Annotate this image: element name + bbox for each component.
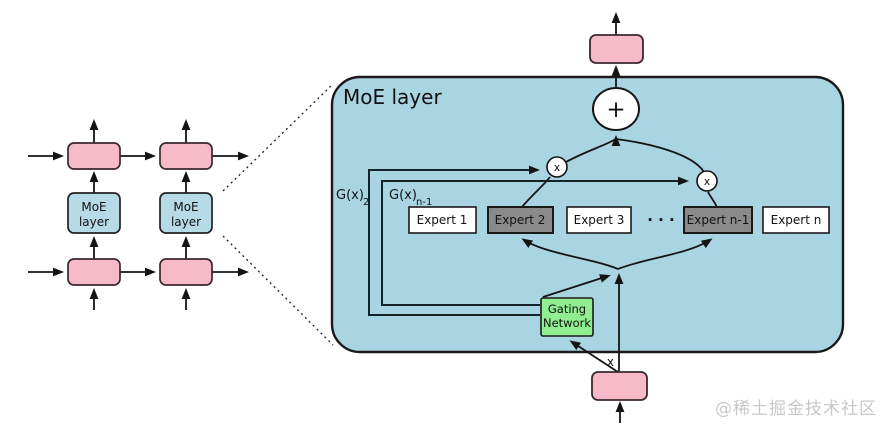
expert-n-box	[762, 206, 830, 234]
input-x-label: x	[607, 355, 614, 369]
expert-3-box	[566, 206, 632, 234]
experts-row	[408, 206, 830, 234]
expert-n-label: Expert n	[771, 213, 822, 227]
left-network-panel: MoE layer MoE layer	[28, 119, 249, 310]
expert-1-label: Expert 1	[417, 213, 468, 227]
rnn-cell-bottom-left	[67, 258, 121, 286]
expert-2-box	[487, 206, 554, 234]
multiply-node-left-symbol: x	[554, 162, 560, 174]
multiply-node-right	[696, 170, 718, 192]
gate-wire-gx2	[368, 165, 540, 316]
moe-layer-box-left	[67, 192, 121, 234]
sum-node-symbol: +	[606, 97, 625, 123]
gating-weight-wires	[368, 165, 689, 316]
multiply-node-right-symbol: x	[704, 176, 710, 188]
moe-layer-box-right	[159, 192, 213, 234]
moe-layer-title: MoE layer	[343, 85, 442, 109]
left-panel-vertical-arrows	[89, 119, 191, 310]
watermark: @稀土掘金技术社区	[715, 399, 877, 419]
gate-weight-right-sub: n-1	[416, 197, 432, 208]
gating-network-label-line1: Gating	[548, 302, 586, 316]
rnn-cell-top-left	[67, 142, 121, 170]
expert-n1-box	[683, 206, 753, 234]
zoom-callout-lines	[222, 83, 334, 346]
gate-weight-left-sub: 2	[363, 197, 369, 208]
expert-2-label: Expert 2	[495, 213, 546, 227]
gate-wire-gxn1	[381, 176, 689, 306]
experts-ellipsis: · · ·	[647, 211, 675, 229]
moe-box-right-label-line2: layer	[171, 215, 201, 229]
rnn-cell-bottom-right	[159, 258, 213, 286]
expert-3-label: Expert 3	[574, 213, 625, 227]
expert-1-box	[408, 206, 477, 234]
rnn-cell-top-right	[159, 142, 213, 170]
dataflow-curves	[521, 135, 718, 375]
moe-box-right-label-line1: MoE	[173, 200, 198, 214]
expert-n1-label: Expert n-1	[687, 213, 750, 227]
moe-box-left-label-line2: layer	[79, 215, 109, 229]
gating-network-label-line2: Network	[543, 316, 591, 330]
moe-box-left-label-line1: MoE	[81, 200, 106, 214]
left-panel-horizontal-arrows	[28, 151, 249, 277]
multiply-node-left	[546, 156, 568, 178]
gate-weight-right-label: G(x)	[389, 188, 417, 203]
gate-weight-left-label: G(x)	[336, 188, 364, 203]
output-cell	[589, 34, 644, 64]
gating-network-box	[540, 297, 594, 337]
input-cell	[591, 371, 648, 401]
